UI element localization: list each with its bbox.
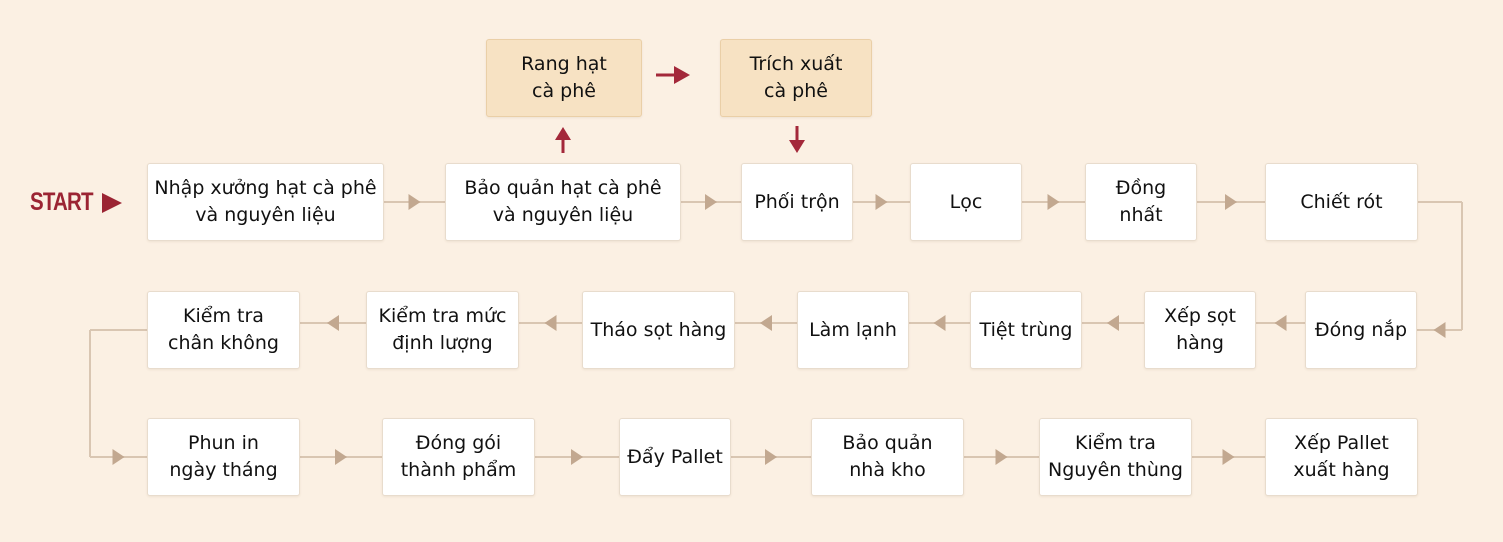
- step-import: Nhập xưởng hạt cà phê và nguyên liệu: [147, 163, 384, 241]
- step-warehouse: Bảo quản nhà kho: [811, 418, 964, 496]
- step-vacuum-check: Kiểm tra chân không: [147, 291, 300, 369]
- flow-arrow-9: [760, 315, 772, 331]
- step-extract-coffee: Trích xuất cà phê: [720, 39, 872, 117]
- flow-arrow-8: [933, 315, 946, 331]
- step-pallet-push: Đẩy Pallet: [619, 418, 731, 496]
- flow-arrow-11: [327, 315, 339, 331]
- step-pallet-ship: Xếp Pallet xuất hàng: [1265, 418, 1418, 496]
- flow-arrow-7: [1107, 315, 1119, 331]
- step-blend: Phối trộn: [741, 163, 853, 241]
- flow-arrow-1: [705, 194, 717, 210]
- step-uncrate: Tháo sọt hàng: [582, 291, 735, 369]
- step-roast-beans: Rang hạt cà phê: [486, 39, 642, 117]
- flow-arrow-14: [571, 449, 583, 465]
- step-fill: Chiết rót: [1265, 163, 1418, 241]
- flow-arrow-15: [765, 449, 777, 465]
- step-level-check: Kiểm tra mức định lượng: [366, 291, 519, 369]
- step-crate: Xếp sọt hàng: [1144, 291, 1256, 369]
- flow-arrow-2: [875, 194, 888, 210]
- flow-arrow-5: [1433, 322, 1446, 338]
- step-carton-check: Kiểm tra Nguyên thùng: [1039, 418, 1192, 496]
- flow-arrow-3: [1047, 194, 1060, 210]
- step-cool: Làm lạnh: [797, 291, 909, 369]
- flow-arrow-13: [335, 449, 347, 465]
- step-filter: Lọc: [910, 163, 1022, 241]
- step-date-print: Phun in ngày tháng: [147, 418, 300, 496]
- start-label: START: [30, 188, 94, 216]
- step-package: Đóng gói thành phẩm: [382, 418, 535, 496]
- flow-arrow-4: [1225, 194, 1237, 210]
- right-arrow-icon: [674, 66, 690, 84]
- step-cap: Đóng nắp: [1305, 291, 1417, 369]
- flow-arrow-0: [408, 194, 421, 210]
- down-arrow-icon: [789, 140, 805, 153]
- flow-arrow-12: [112, 449, 125, 465]
- flow-arrow-6: [1274, 315, 1287, 331]
- step-storage: Bảo quản hạt cà phê và nguyên liệu: [445, 163, 681, 241]
- step-sterilize: Tiệt trùng: [970, 291, 1082, 369]
- step-homogenize: Đồng nhất: [1085, 163, 1197, 241]
- flow-arrow-16: [995, 449, 1008, 465]
- start-arrow-icon: [102, 193, 122, 213]
- up-arrow-icon: [555, 127, 571, 140]
- flow-arrow-17: [1222, 449, 1235, 465]
- flow-arrow-10: [544, 315, 557, 331]
